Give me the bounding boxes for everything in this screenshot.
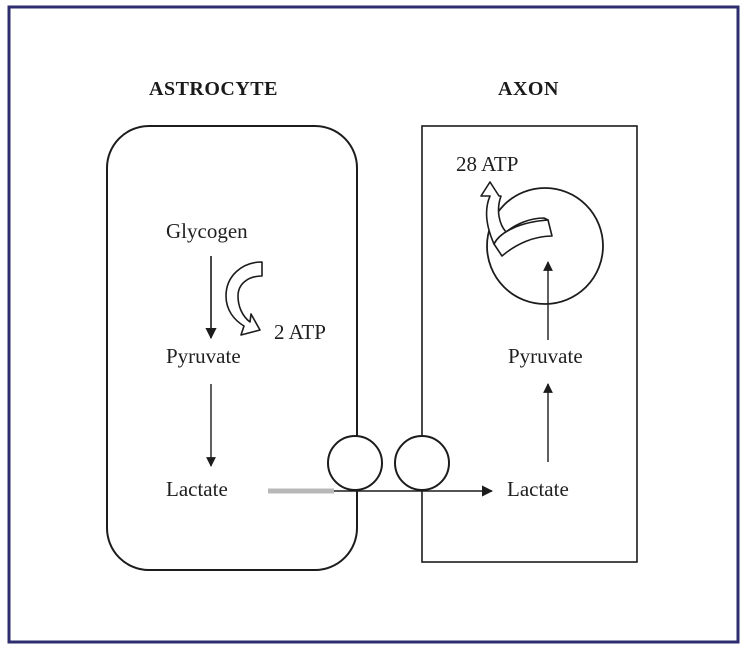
axon-cell: [421, 125, 638, 563]
axon-heading: AXON: [498, 78, 559, 100]
axon-atp-label: 28 ATP: [456, 152, 519, 176]
axon-transporter-circle: [394, 435, 450, 491]
mitochondrion-circle: [486, 187, 604, 305]
glycolysis-atp-curved-arrow-icon: [225, 261, 263, 336]
axon-pyruvate-label: Pyruvate: [508, 344, 583, 368]
astrocyte-cell: [106, 125, 358, 571]
glycogen-label: Glycogen: [166, 219, 248, 243]
outer-frame: [7, 5, 740, 644]
astrocyte-lactate-label: Lactate: [166, 477, 228, 501]
axon-lactate-label: Lactate: [507, 477, 569, 501]
astrocyte-heading: ASTROCYTE: [149, 78, 278, 100]
oxidative-atp-curved-arrow-icon: [480, 181, 553, 257]
astrocyte-transporter-circle: [327, 435, 383, 491]
astrocyte-atp-label: 2 ATP: [274, 320, 326, 344]
astrocyte-pyruvate-label: Pyruvate: [166, 344, 241, 368]
